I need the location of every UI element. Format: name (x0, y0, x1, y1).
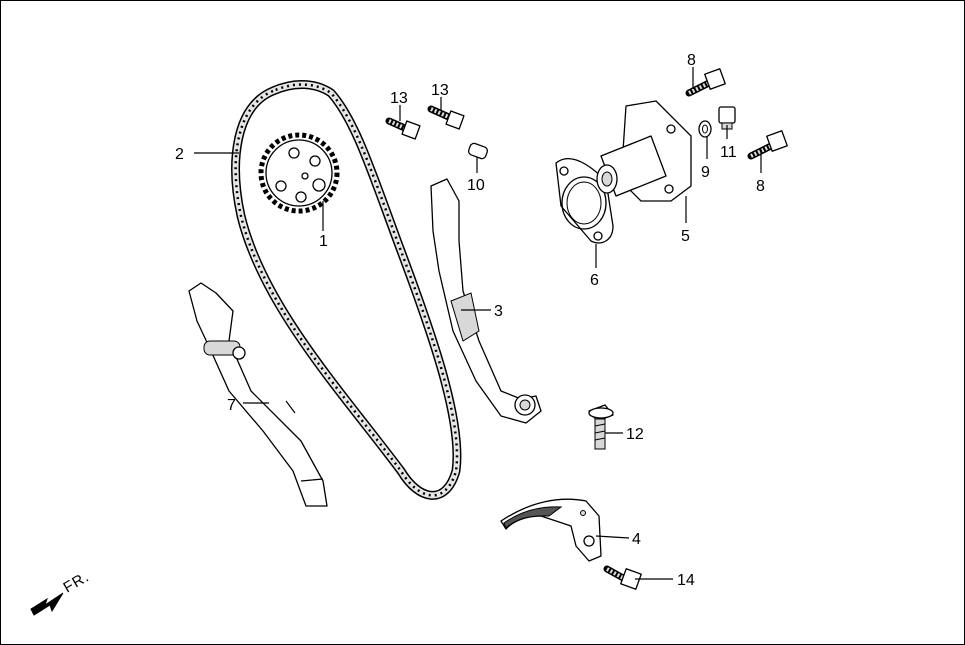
tensioner-slipper (430, 178, 542, 424)
callout-6: 6 (590, 272, 599, 289)
bolt-13-right (427, 105, 465, 130)
callout-9: 9 (701, 164, 710, 181)
callout-14: 14 (677, 572, 695, 589)
callout-1: 1 (319, 233, 328, 250)
callout-5: 5 (681, 228, 690, 245)
flange-bolt-12 (588, 404, 614, 450)
callout-13-right: 13 (431, 82, 449, 99)
callout-12: 12 (626, 426, 644, 443)
callout-7: 7 (227, 397, 236, 414)
callout-3: 3 (494, 303, 503, 320)
bolt-13-left (385, 117, 421, 140)
bolt-8-top (685, 68, 726, 97)
leader-lines (194, 67, 762, 580)
callout-2: 2 (175, 146, 184, 163)
washer (698, 120, 712, 138)
front-direction-indicator: FR. (30, 568, 93, 616)
callout-8-top: 8 (687, 52, 696, 69)
callout-10: 10 (467, 177, 485, 194)
cam-chain (231, 80, 462, 500)
cam-sprocket (258, 132, 340, 214)
guide-bracket (500, 498, 602, 562)
callout-11: 11 (720, 144, 737, 161)
callout-4: 4 (632, 531, 641, 548)
dowel-pin (467, 142, 489, 160)
callout-13-left: 13 (390, 90, 408, 107)
direction-arrow-icon (30, 592, 64, 616)
chain-guide (188, 282, 328, 507)
bolt-14 (603, 565, 642, 590)
callout-8-bottom: 8 (756, 178, 765, 195)
bolt-8-bottom (747, 130, 788, 160)
tensioner-lifter (596, 100, 692, 202)
direction-label: FR. (61, 568, 93, 596)
